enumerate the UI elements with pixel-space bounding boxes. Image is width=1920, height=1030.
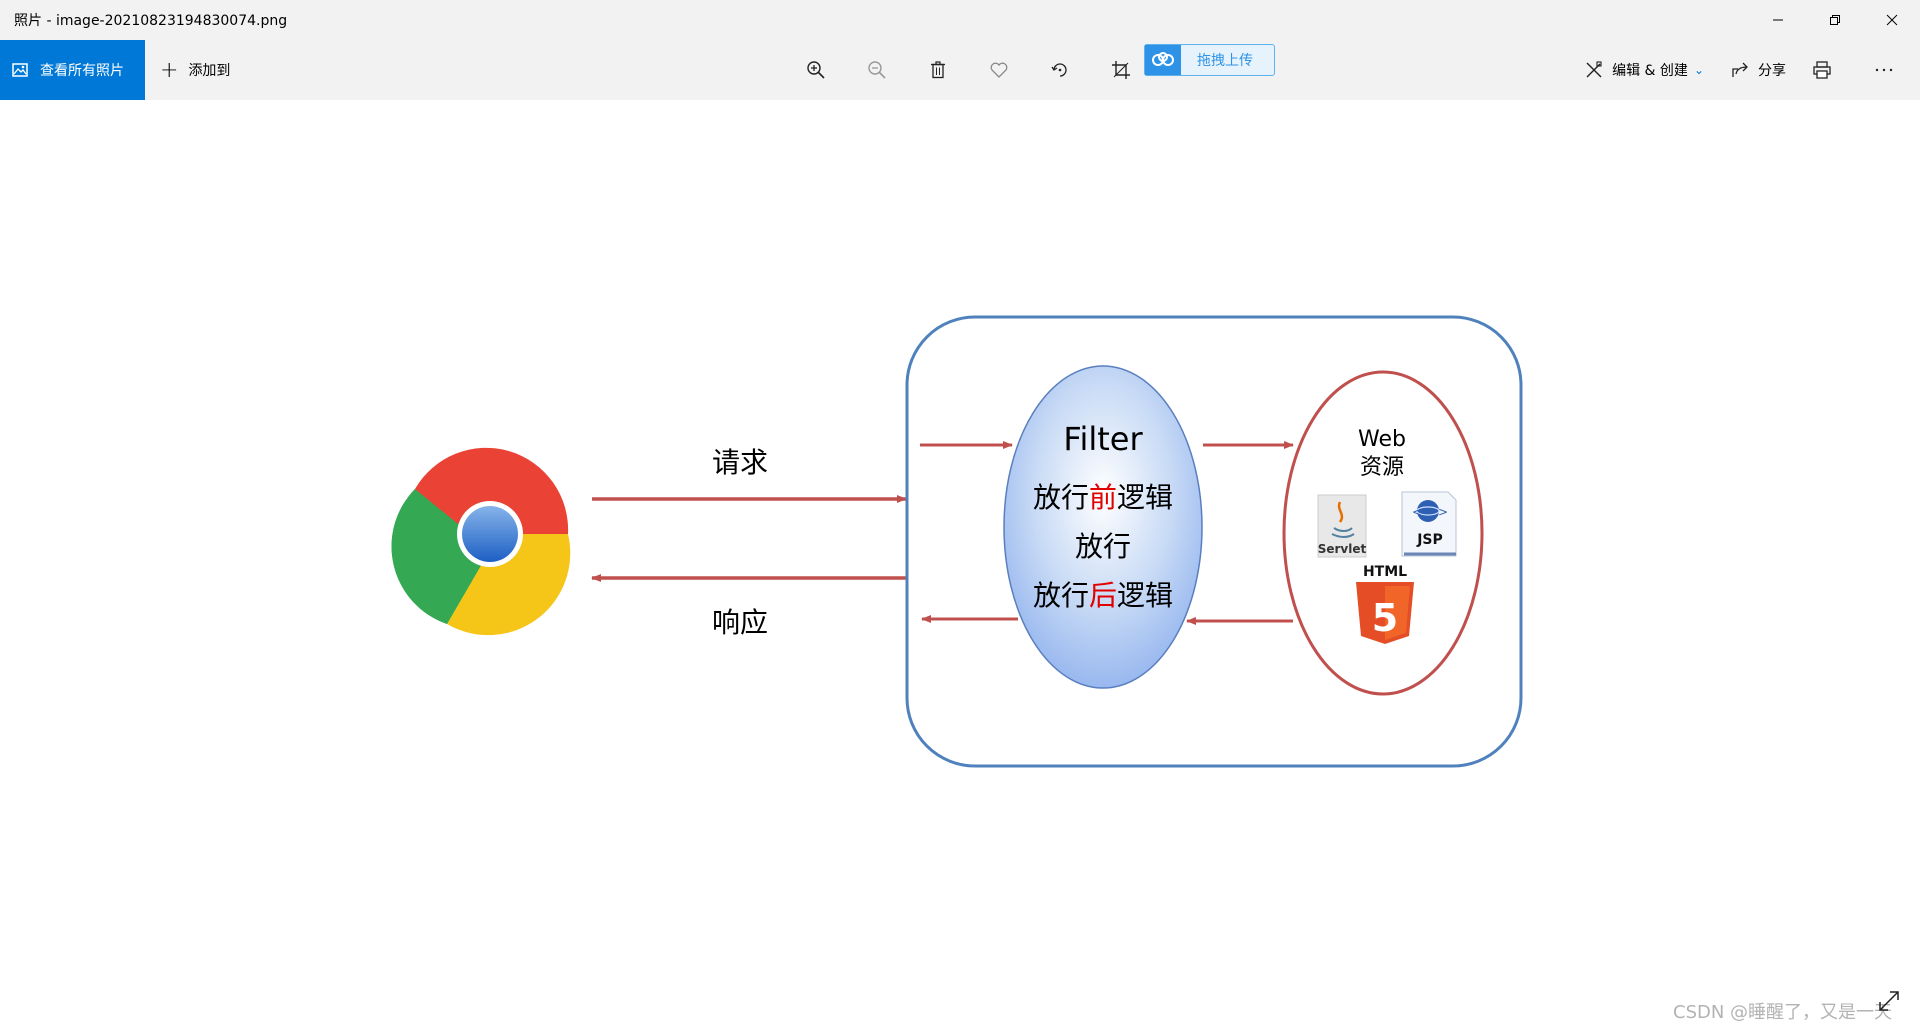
favorite-button[interactable] (968, 40, 1029, 100)
share-icon (1732, 62, 1748, 77)
share-button[interactable]: 分享 (1730, 60, 1786, 80)
svg-text:<: < (1412, 505, 1422, 519)
csdn-watermark: CSDN @睡醒了，又是一天 (1673, 1002, 1893, 1023)
filter-title: Filter (1063, 420, 1143, 458)
chevron-down-icon: ⌄ (1693, 63, 1704, 77)
title-bar: 照片 - image-20210823194830074.png (0, 0, 1920, 40)
minimize-icon (1772, 19, 1783, 21)
filter-before-logic: 放行前逻辑 (1033, 481, 1173, 514)
heart-icon (990, 62, 1007, 78)
window-controls (1749, 0, 1920, 40)
fullscreen-icon[interactable] (1876, 988, 1902, 1014)
plus-icon: + (160, 57, 179, 83)
crop-button[interactable] (1090, 40, 1151, 100)
add-to-label: 添加到 (188, 63, 231, 79)
delete-button[interactable] (907, 40, 968, 100)
chrome-logo (391, 447, 571, 636)
image-tools (785, 40, 1151, 100)
filter-diagram: 请求 响应 Filter 放行前逻辑 放行 放行后逻辑 Web 资源 Servl… (391, 315, 1523, 768)
print-button[interactable] (1812, 60, 1840, 80)
servlet-icon: Servlet (1317, 494, 1367, 558)
restore-button[interactable] (1806, 0, 1863, 40)
rotate-icon (1050, 63, 1067, 77)
crop-icon (1111, 61, 1130, 79)
zoom-in-button[interactable] (785, 40, 846, 100)
view-all-label: 查看所有照片 (40, 63, 124, 79)
filter-oval (1003, 365, 1203, 689)
zoom-in-icon (806, 61, 825, 79)
web-title: Web (1358, 427, 1406, 452)
zoom-out-button[interactable] (846, 40, 907, 100)
html5-glyph: 5 (1372, 596, 1398, 640)
jsp-icon: < > JSP (1401, 491, 1457, 557)
image-canvas: 请求 响应 Filter 放行前逻辑 放行 放行后逻辑 Web 资源 Servl… (0, 100, 1920, 1030)
upload-label: 拖拽上传 (1197, 53, 1253, 69)
minimize-button[interactable] (1749, 0, 1806, 40)
request-label: 请求 (712, 446, 768, 479)
svg-text:>: > (1438, 505, 1448, 519)
web-server-box (905, 315, 1523, 768)
add-to-button[interactable]: + 添加到 (160, 40, 230, 100)
share-label: 分享 (1758, 63, 1786, 79)
filter-pass: 放行 (1075, 530, 1131, 563)
zoom-out-icon (867, 61, 886, 79)
filter-after-logic: 放行后逻辑 (1033, 579, 1173, 612)
cloud-icon (1145, 45, 1181, 75)
response-label: 响应 (712, 606, 768, 639)
more-options-button[interactable] (1874, 60, 1902, 80)
photo-icon (12, 63, 28, 77)
edit-icon (1586, 61, 1602, 78)
restore-icon (1829, 15, 1840, 25)
trash-icon (930, 61, 945, 79)
toolbar: 查看所有照片 + 添加到 拖拽上传 编辑 & 创 (0, 40, 1920, 100)
drag-upload-button[interactable]: 拖拽上传 (1144, 44, 1275, 76)
close-button[interactable] (1863, 0, 1920, 40)
web-resource-oval (1282, 370, 1484, 696)
rotate-button[interactable] (1029, 40, 1090, 100)
servlet-label: Servlet (1318, 542, 1367, 556)
web-subtitle: 资源 (1360, 455, 1404, 480)
right-toolbar: 编辑 & 创建 ⌄ 分享 (1584, 40, 1920, 100)
print-icon (1813, 61, 1831, 79)
close-icon (1886, 14, 1897, 26)
jsp-label: JSP (1416, 532, 1443, 548)
more-icon (1875, 68, 1893, 72)
html-label: HTML (1363, 564, 1407, 580)
edit-create-label: 编辑 & 创建 (1612, 63, 1688, 79)
html5-icon: HTML 5 (1356, 564, 1414, 644)
view-all-photos-button[interactable]: 查看所有照片 (0, 40, 145, 100)
window-title: 照片 - image-20210823194830074.png (14, 13, 288, 29)
edit-create-button[interactable]: 编辑 & 创建 ⌄ (1584, 60, 1704, 80)
